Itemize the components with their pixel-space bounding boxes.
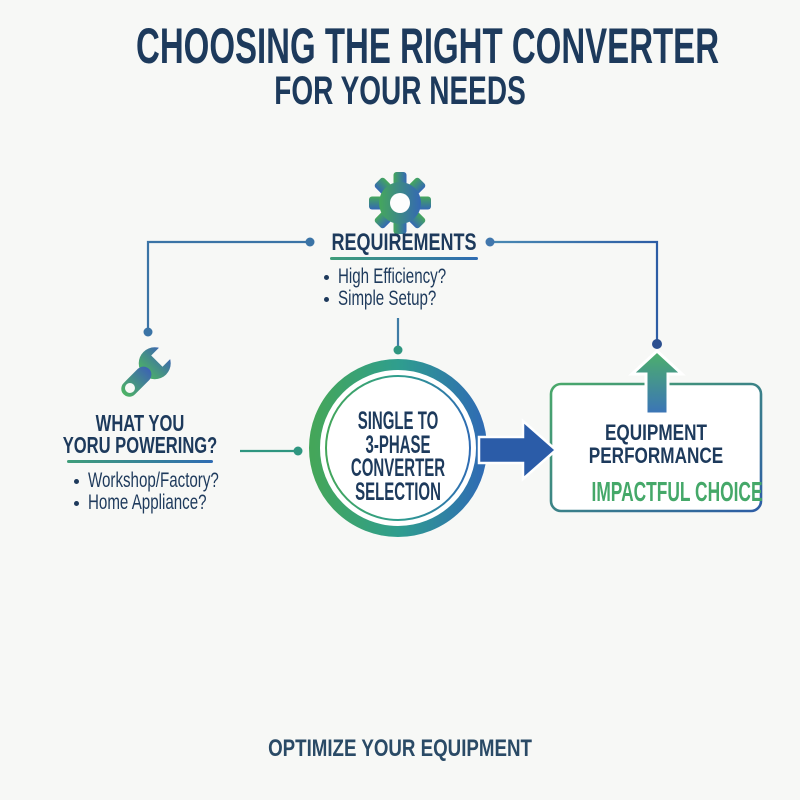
- outcome-highlight: IMPACTFUL CHOICE: [591, 476, 763, 507]
- list-item: High Efficiency?: [324, 265, 488, 288]
- connector-requirements-to-outcome: [490, 240, 659, 340]
- powering-heading-line-1: WHAT YOU: [95, 410, 185, 436]
- decision-line-2: 3-PHASE: [365, 430, 431, 459]
- bullet-icon: [324, 296, 329, 302]
- outcome-title: EQUIPMENT PERFORMANCE: [552, 420, 760, 468]
- title-line-2: FOR YOUR NEEDS: [274, 69, 526, 113]
- decision-line-1: SINGLE TO: [357, 407, 439, 435]
- list-item-label: Workshop/Factory?: [88, 469, 219, 492]
- requirements-heading: REQUIREMENTS: [331, 229, 477, 256]
- page-title: CHOOSING THE RIGHT CONVERTER FOR YOUR NE…: [0, 18, 800, 113]
- requirements-list: High Efficiency? Simple Setup?: [324, 265, 488, 310]
- connector-dot: [652, 339, 662, 349]
- arrow-right-icon: [477, 418, 558, 482]
- list-item: Workshop/Factory?: [74, 469, 270, 492]
- wrench-icon: [121, 343, 175, 397]
- arrow-up-icon: [628, 348, 686, 416]
- outcome-title-line-2: PERFORMANCE: [588, 442, 724, 468]
- connector-dot: [305, 237, 315, 247]
- connector-dot: [393, 345, 403, 355]
- bullet-icon: [74, 478, 79, 484]
- decision-line-3: CONVERTER: [350, 454, 446, 482]
- decision-circle-label: SINGLE TO 3-PHASE CONVERTER SELECTION: [298, 407, 498, 506]
- list-item: Home Appliance?: [74, 491, 270, 514]
- requirements-underline: [330, 257, 478, 260]
- footer-tagline: OPTIMIZE YOUR EQUIPMENT: [268, 735, 532, 762]
- list-item: Simple Setup?: [324, 287, 488, 310]
- connector-dot: [293, 446, 303, 456]
- title-line-1: CHOOSING THE RIGHT CONVERTER: [136, 18, 720, 74]
- decision-line-4: SELECTION: [355, 477, 441, 506]
- list-item-label: Home Appliance?: [88, 491, 207, 514]
- bullet-icon: [324, 274, 329, 280]
- powering-heading-line-2: YORU POWERING?: [62, 432, 218, 458]
- bullet-icon: [74, 500, 79, 506]
- connector-dot: [143, 327, 153, 337]
- gear-icon: [369, 172, 431, 234]
- list-item-label: High Efficiency?: [338, 265, 447, 288]
- powering-heading: WHAT YOU YORU POWERING?: [15, 412, 265, 457]
- list-item-label: Simple Setup?: [338, 287, 437, 310]
- outcome-title-line-1: EQUIPMENT: [604, 420, 708, 445]
- powering-list: Workshop/Factory? Home Appliance?: [74, 469, 270, 514]
- connector-requirements-to-powering: [146, 240, 310, 332]
- connector-dot: [485, 237, 495, 247]
- powering-underline: [67, 460, 213, 463]
